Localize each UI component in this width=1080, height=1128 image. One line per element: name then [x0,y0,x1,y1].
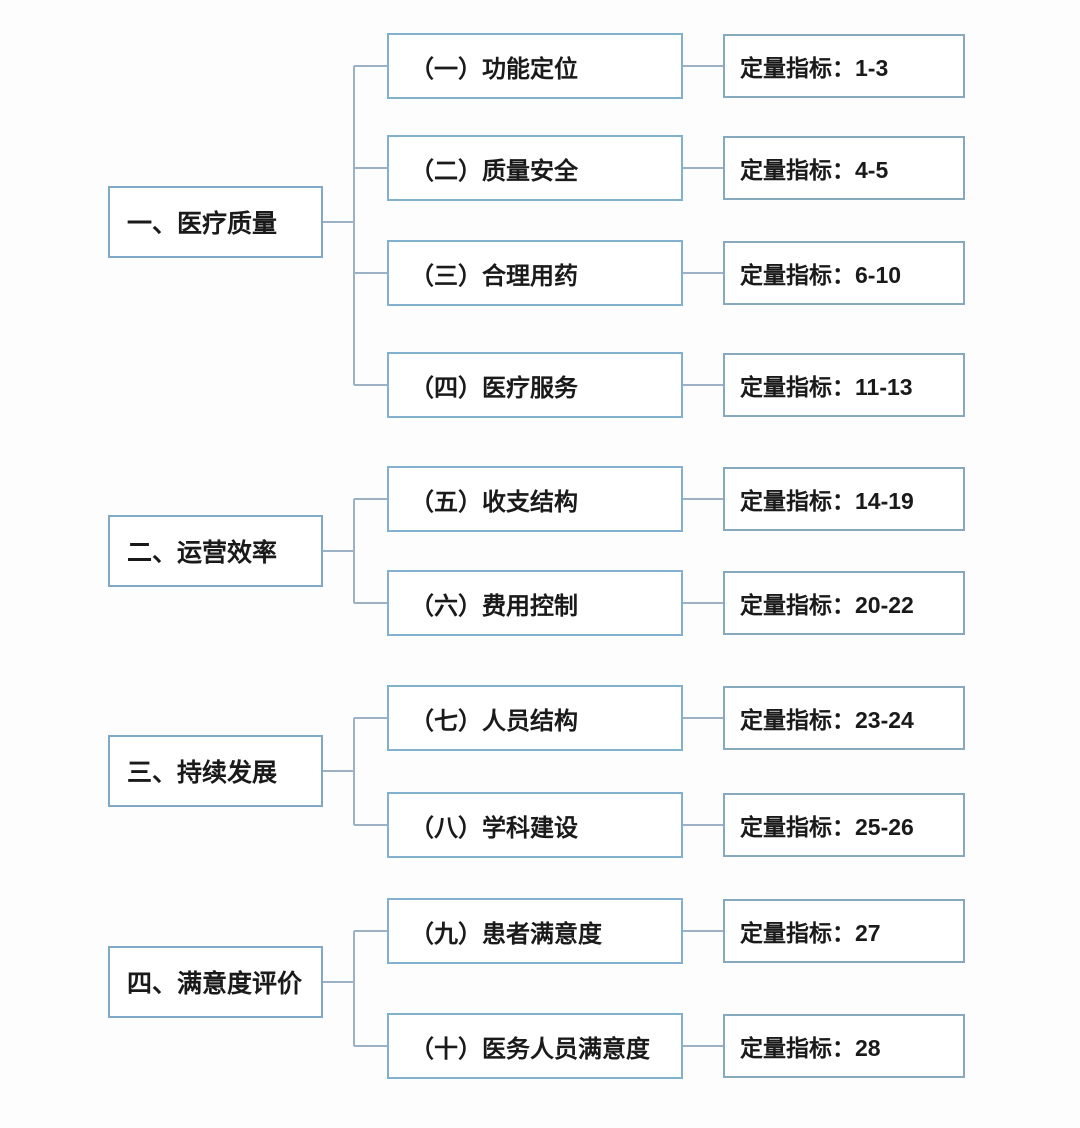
indicator-box-4: 定量指标：11-13 [723,353,965,417]
subcategory-box-10: （十）医务人员满意度 [387,1013,683,1079]
subcategory-label: （十）医务人员满意度 [410,1035,650,1063]
subcategory-box-3: （三）合理用药 [387,240,683,306]
indicator-box-3: 定量指标：6-10 [723,241,965,305]
subcategory-box-4: （四）医疗服务 [387,352,683,418]
category-box-operational-efficiency: 二、运营效率 [108,515,323,587]
subcategory-box-9: （九）患者满意度 [387,898,683,964]
indicator-label: 定量指标：6-10 [740,262,902,288]
subcategory-box-5: （五）收支结构 [387,466,683,532]
category-label: 二、运营效率 [127,539,278,567]
indicator-label: 定量指标：27 [740,920,881,946]
subcategory-label: （七）人员结构 [410,707,578,735]
indicator-box-10: 定量指标：28 [723,1014,965,1078]
indicator-box-2: 定量指标：4-5 [723,136,965,200]
category-box-medical-quality: 一、医疗质量 [108,186,323,258]
indicator-box-9: 定量指标：27 [723,899,965,963]
subcategory-box-6: （六）费用控制 [387,570,683,636]
indicator-label: 定量指标：4-5 [740,157,889,183]
indicator-box-6: 定量指标：20-22 [723,571,965,635]
subcategory-label: （四）医疗服务 [410,374,578,402]
indicator-label: 定量指标：25-26 [740,814,914,840]
indicator-label: 定量指标：28 [740,1035,881,1061]
indicator-label: 定量指标：14-19 [740,488,914,514]
category-label: 一、医疗质量 [127,210,278,238]
category-label: 四、满意度评价 [127,970,303,998]
category-box-satisfaction-evaluation: 四、满意度评价 [108,946,323,1018]
indicator-label: 定量指标：20-22 [740,592,914,618]
subcategory-box-2: （二）质量安全 [387,135,683,201]
subcategory-box-7: （七）人员结构 [387,685,683,751]
subcategory-label: （六）费用控制 [410,592,578,620]
subcategory-box-1: （一）功能定位 [387,33,683,99]
indicator-box-5: 定量指标：14-19 [723,467,965,531]
indicator-label: 定量指标：1-3 [740,55,889,81]
subcategory-label: （一）功能定位 [410,55,578,83]
indicator-box-8: 定量指标：25-26 [723,793,965,857]
subcategory-box-8: （八）学科建设 [387,792,683,858]
indicator-box-7: 定量指标：23-24 [723,686,965,750]
category-box-sustainable-development: 三、持续发展 [108,735,323,807]
indicator-label: 定量指标：11-13 [740,374,913,400]
subcategory-label: （三）合理用药 [410,262,578,290]
subcategory-label: （二）质量安全 [410,157,578,185]
connector-group-1 [323,65,723,386]
subcategory-label: （八）学科建设 [410,814,578,842]
subcategory-label: （五）收支结构 [410,488,578,516]
subcategory-label: （九）患者满意度 [410,920,602,948]
indicator-box-1: 定量指标：1-3 [723,34,965,98]
indicator-label: 定量指标：23-24 [740,707,914,733]
category-label: 三、持续发展 [127,759,278,787]
